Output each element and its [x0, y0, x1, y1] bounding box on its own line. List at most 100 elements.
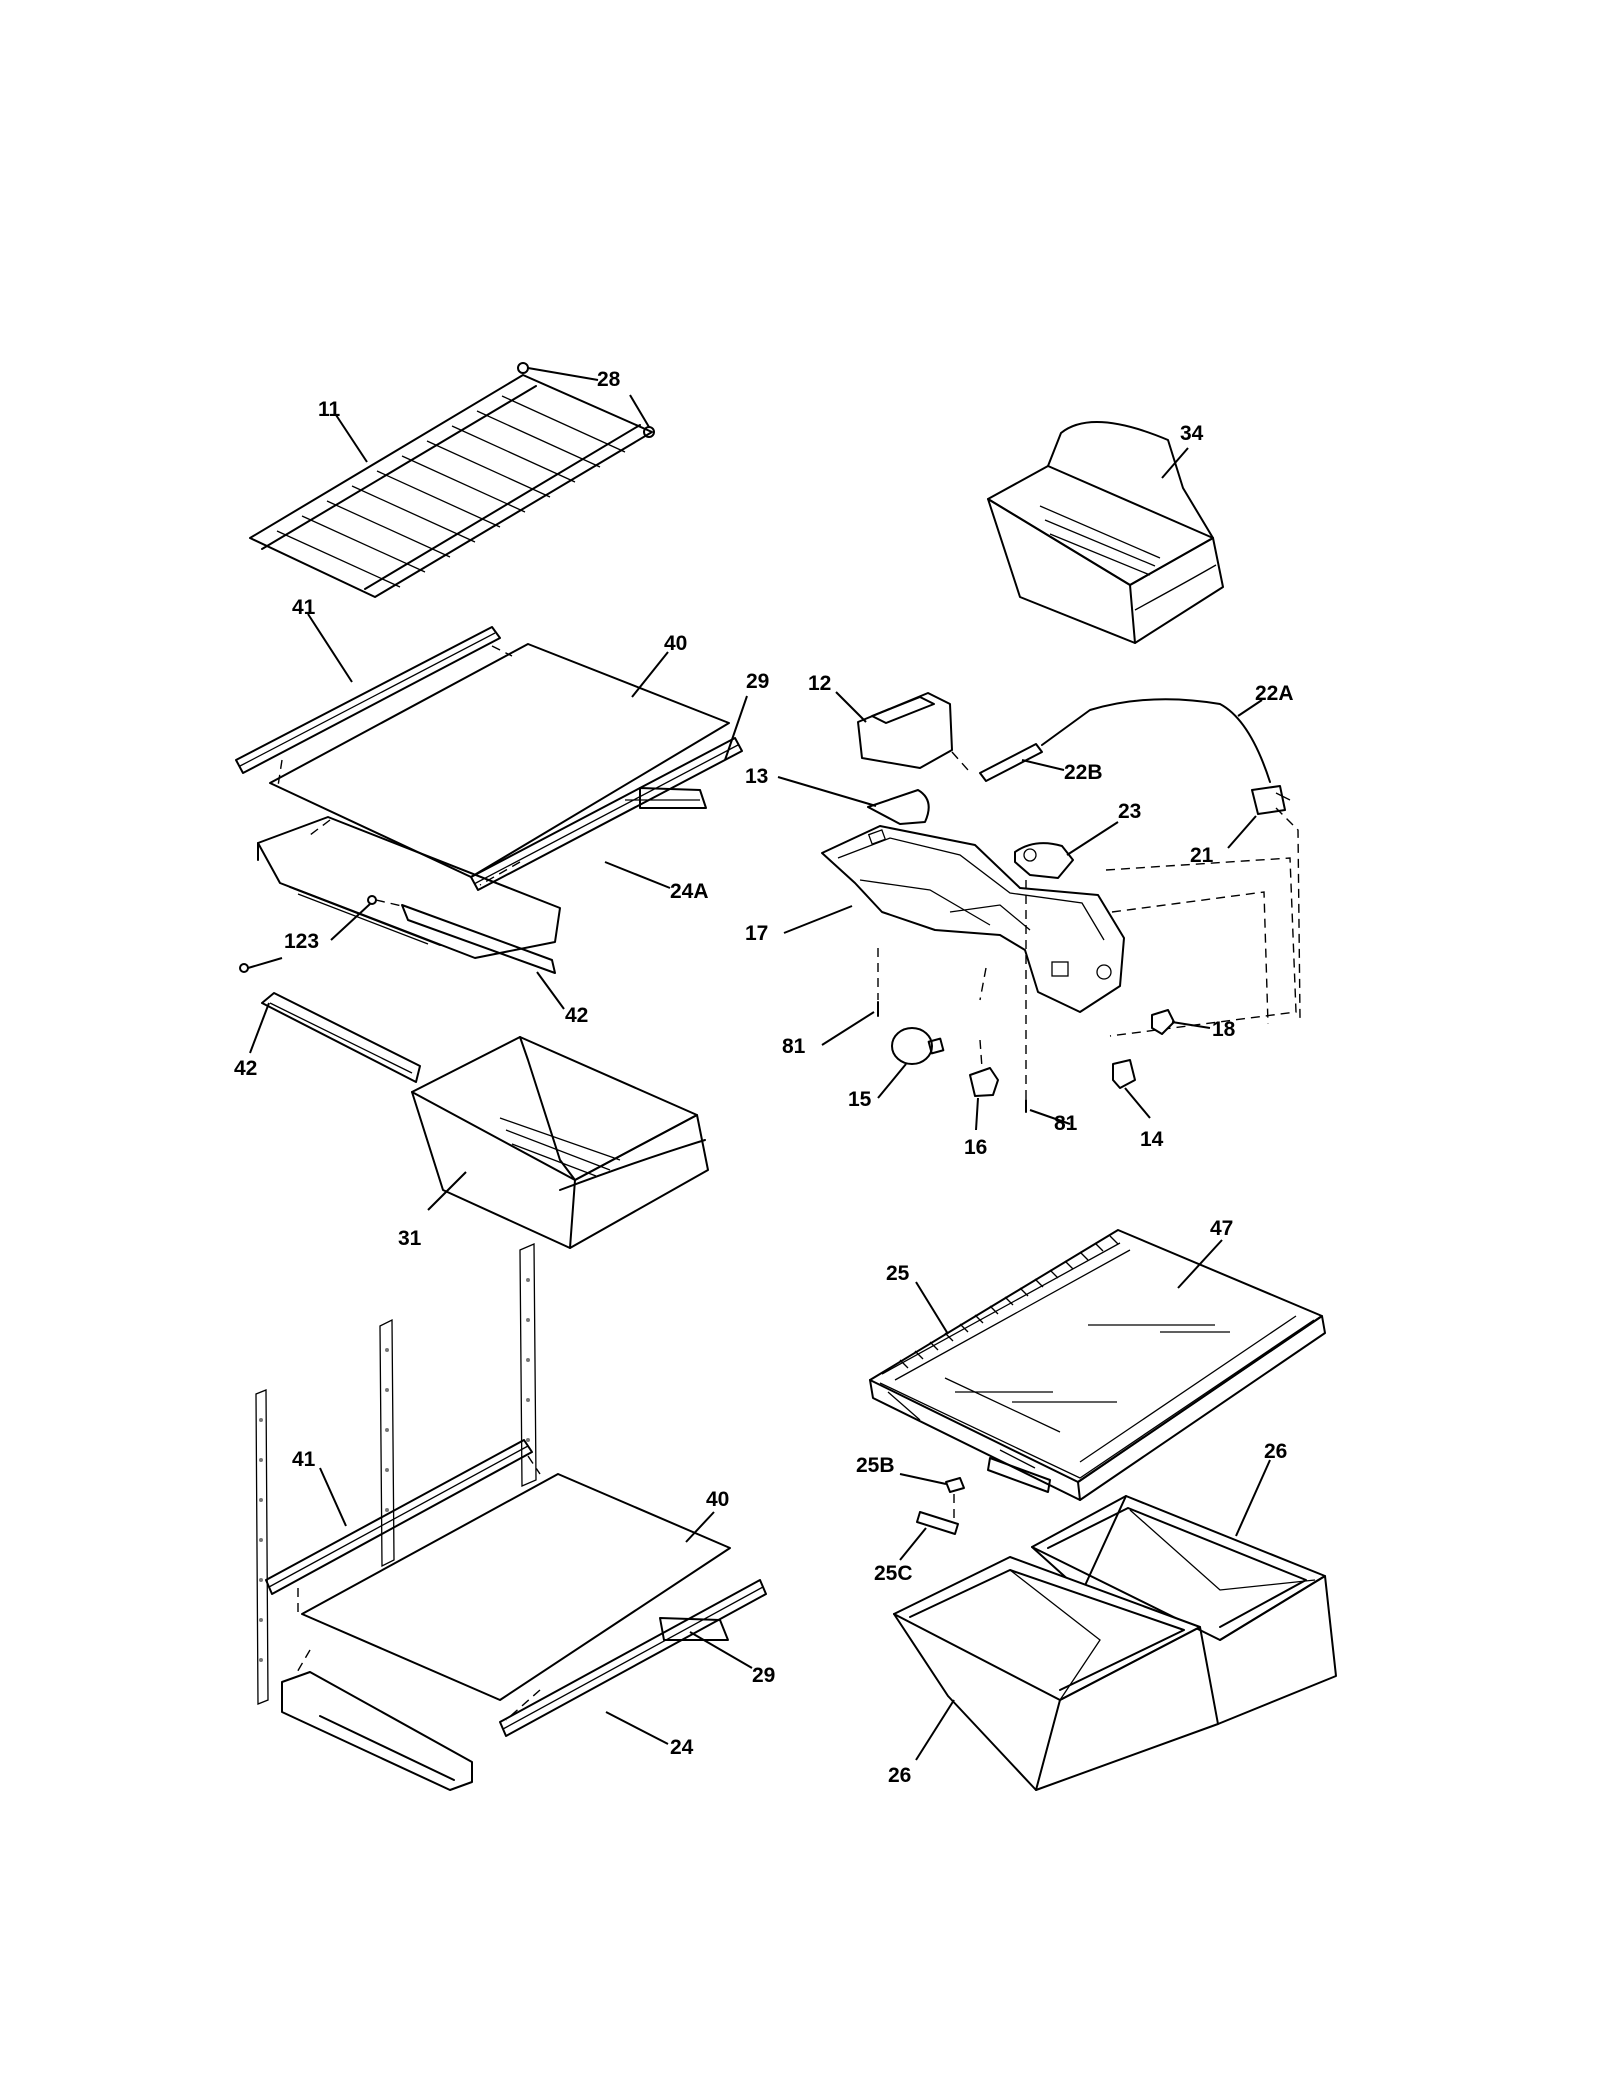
shelf-frame-24a: [257, 787, 707, 974]
callout-25: 25: [886, 1262, 910, 1285]
callout-16: 16: [964, 1136, 987, 1159]
callout-17: 17: [745, 922, 768, 945]
leader-123-b: [247, 957, 283, 969]
callout-81-left: 81: [782, 1035, 806, 1058]
callout-11: 11: [318, 398, 341, 421]
bin-part: [987, 421, 1224, 644]
control-thermostat-part: [1014, 842, 1074, 879]
crisper-drawer-right: [1031, 1495, 1337, 1725]
leader-21: [1227, 815, 1257, 849]
leader-16: [975, 1097, 979, 1131]
leader-28a: [527, 367, 599, 381]
leader-24a: [604, 861, 671, 889]
shelf-rear-trim-bottom: [499, 1579, 767, 1737]
callout-18: 18: [1212, 1018, 1236, 1041]
callout-47: 47: [1210, 1217, 1233, 1240]
callout-41-bottom: 41: [292, 1448, 316, 1471]
callout-42-left: 42: [234, 1057, 257, 1080]
leader-47: [1177, 1239, 1223, 1289]
leader-29-top: [724, 695, 748, 761]
crisper-drawer-left: [893, 1556, 1219, 1791]
leader-42-left: [249, 1002, 270, 1054]
cabinet-rails: [255, 1243, 537, 1705]
leader-25b: [899, 1473, 947, 1485]
callout-29-bottom: 29: [752, 1664, 775, 1687]
leader-81-right: [1029, 1109, 1071, 1125]
callout-26-right: 26: [1264, 1440, 1287, 1463]
leader-14: [1124, 1087, 1151, 1119]
leader-40-top: [631, 651, 669, 698]
leader-25c: [899, 1527, 927, 1561]
leader-26-left: [915, 1699, 955, 1761]
leader-42-right: [536, 971, 565, 1010]
callout-81-right: 81: [1054, 1112, 1078, 1135]
shelf-rear-trim-top: [470, 737, 743, 891]
leader-22b: [1021, 759, 1065, 771]
crisper-vent-slots: [899, 1235, 1119, 1369]
control-housing-part: [821, 825, 1125, 1013]
leader-23: [1066, 821, 1119, 856]
leader-13: [777, 776, 877, 807]
callout-31: 31: [398, 1227, 422, 1250]
leader-34: [1161, 447, 1189, 479]
callout-26-left: 26: [888, 1764, 911, 1787]
leader-17: [783, 905, 853, 934]
screw-123-b: [239, 963, 249, 973]
callout-24: 24: [670, 1736, 694, 1759]
knob-part: [1151, 1009, 1175, 1035]
callout-25c: 25C: [874, 1562, 913, 1585]
tube-part: [979, 743, 1043, 782]
drawer-part: [411, 1036, 709, 1249]
glass-shelf-bottom: [301, 1473, 731, 1701]
leader-28b: [629, 394, 650, 428]
callout-25b: 25B: [856, 1454, 895, 1477]
leader-25: [915, 1281, 949, 1335]
wiring-harness-part: [1041, 698, 1291, 815]
callout-14: 14: [1140, 1128, 1164, 1151]
leader-11: [335, 414, 368, 463]
leader-22a: [1237, 699, 1263, 717]
leader-123-a: [330, 903, 371, 941]
leader-26-right: [1235, 1459, 1271, 1537]
humidity-slide-part: [945, 1477, 965, 1493]
callout-28: 28: [597, 368, 621, 391]
light-bulb-part: [891, 1027, 945, 1065]
callout-123: 123: [284, 930, 319, 953]
glass-shelf-top: [269, 643, 730, 878]
callout-40-top: 40: [664, 632, 687, 655]
callout-22a: 22A: [1255, 682, 1294, 705]
callout-23: 23: [1118, 800, 1141, 823]
callout-13: 13: [745, 765, 768, 788]
shelf-frame-24: [281, 1617, 729, 1791]
lamp-socket-part: [969, 1039, 999, 1097]
shelf-front-trim-top: [235, 626, 501, 774]
callout-40-bottom: 40: [706, 1488, 729, 1511]
leader-40-bottom: [685, 1511, 715, 1543]
leader-41-bottom: [319, 1467, 347, 1527]
screw-123-a: [367, 895, 377, 905]
leader-15: [877, 1063, 907, 1099]
leader-31: [427, 1171, 467, 1211]
callout-15: 15: [848, 1088, 872, 1111]
leader-18: [1171, 1021, 1211, 1029]
crisper-cover-part: [869, 1229, 1326, 1501]
light-shield-part: [857, 692, 953, 769]
shelf-front-trim-bottom: [265, 1439, 533, 1595]
leader-41-top: [307, 613, 353, 683]
callout-29-top: 29: [746, 670, 769, 693]
callout-22b: 22B: [1064, 761, 1103, 784]
callout-34: 34: [1180, 422, 1204, 445]
wire-shelf-part: [249, 362, 655, 598]
callout-21: 21: [1190, 844, 1214, 867]
humidity-control-part: [916, 1494, 959, 1535]
callout-42-right: 42: [565, 1004, 588, 1027]
leader-12: [835, 691, 867, 723]
leader-81-left: [821, 1011, 875, 1046]
leader-24: [605, 1711, 669, 1745]
light-switch-part: [1112, 1059, 1136, 1089]
shelf-support-bracket: [261, 992, 421, 1083]
callout-12: 12: [808, 672, 831, 695]
callout-41-top: 41: [292, 596, 316, 619]
callout-24a: 24A: [670, 880, 709, 903]
